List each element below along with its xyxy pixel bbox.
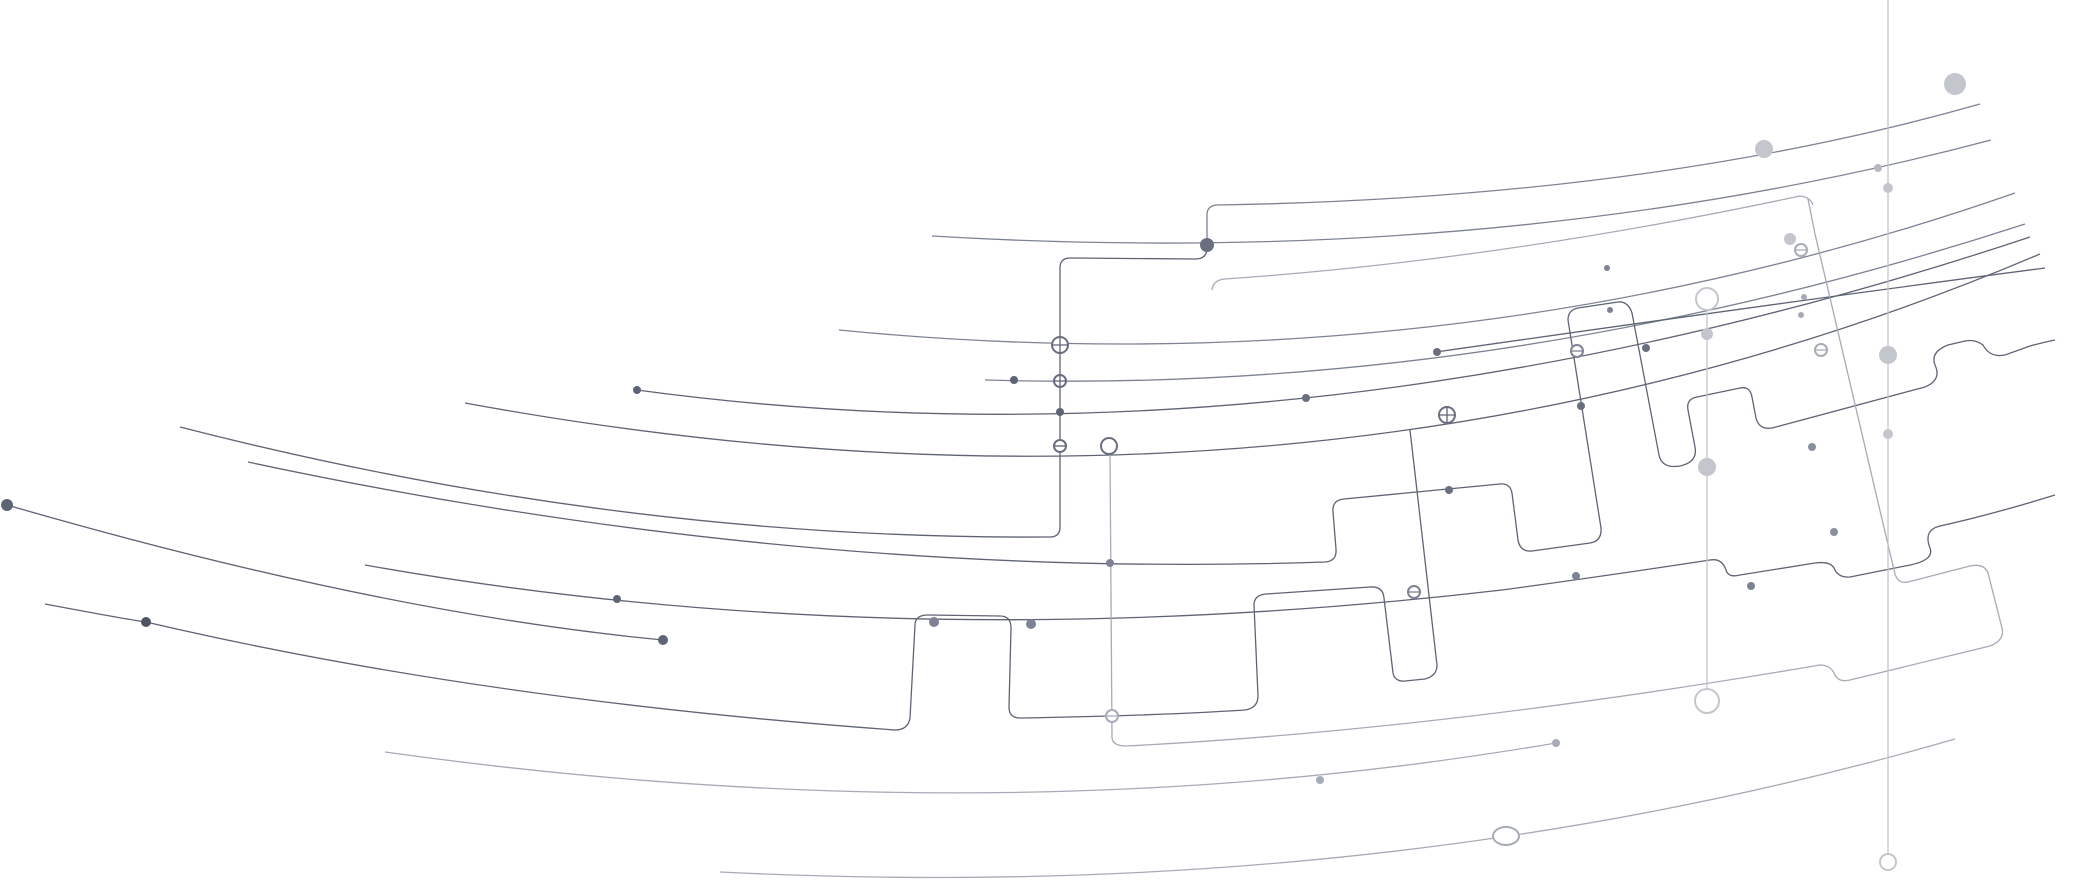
arc-line	[44, 429, 1438, 731]
node-dot	[633, 386, 641, 394]
arc-line	[838, 192, 2016, 345]
arc-line	[247, 301, 2056, 566]
rings	[1051, 243, 1897, 871]
node-dot	[929, 617, 939, 627]
arc-lines	[6, 0, 2056, 879]
node-dot	[1642, 344, 1650, 352]
arc-line	[719, 738, 1956, 879]
crossed-ring-icon	[1053, 439, 1067, 453]
node-dot	[1445, 486, 1453, 494]
node-dot	[1747, 582, 1755, 590]
node-dot	[1830, 528, 1838, 536]
ring-icon	[1695, 287, 1719, 311]
crossed-ring-icon	[1051, 336, 1069, 354]
node-dot	[1698, 458, 1716, 476]
node-dot	[1883, 429, 1893, 439]
node-dot	[1552, 739, 1560, 747]
node-dot	[1801, 294, 1807, 300]
arc-line	[1211, 195, 1814, 291]
node-dot	[1316, 776, 1324, 784]
node-dot	[1808, 443, 1816, 451]
node-dot	[1056, 408, 1064, 416]
node-dot	[1755, 140, 1773, 158]
node-dot	[1874, 164, 1882, 172]
dots	[1, 73, 1966, 784]
node-dot	[1577, 402, 1585, 410]
node-dot	[1798, 312, 1804, 318]
node-dot	[1607, 307, 1613, 313]
crossed-ring-icon	[1570, 344, 1584, 358]
crossed-ring-icon	[1814, 343, 1828, 357]
node-dot	[141, 617, 151, 627]
node-dot	[1944, 73, 1966, 95]
crossed-ring-icon	[1407, 585, 1421, 599]
arc-line	[1435, 267, 2046, 353]
crossed-ring-icon	[1438, 406, 1456, 424]
crossed-ring-icon	[1053, 374, 1067, 388]
node-dot	[1879, 346, 1897, 364]
arc-line	[1109, 198, 2004, 747]
arc-line	[179, 247, 1208, 538]
node-dot	[1883, 183, 1893, 193]
ring-icon	[1694, 688, 1720, 714]
arc-line	[6, 504, 664, 641]
ring-icon	[1100, 437, 1118, 455]
crossed-ring-icon	[1105, 709, 1119, 723]
node-dot	[1200, 238, 1214, 252]
node-dot	[1010, 376, 1018, 384]
node-dot	[1433, 348, 1441, 356]
node-dot	[1784, 233, 1796, 245]
ring-icon	[1879, 853, 1897, 871]
node-dot	[1, 499, 13, 511]
node-dot	[1026, 619, 1036, 629]
node-dot	[1106, 559, 1114, 567]
arc-line	[931, 139, 1992, 244]
node-dot	[1604, 265, 1610, 271]
arc-line	[984, 223, 2026, 382]
node-dot	[1701, 328, 1713, 340]
node-dot	[658, 635, 668, 645]
arc-line	[384, 742, 1557, 794]
arc-line	[464, 253, 2041, 457]
arc-line	[636, 236, 2031, 415]
node-dot	[1302, 394, 1310, 402]
ring-icon	[1492, 826, 1520, 846]
node-dot	[1572, 572, 1580, 580]
crossed-ring-icon	[1794, 243, 1808, 257]
node-dot	[613, 595, 621, 603]
arc-line	[1206, 103, 1981, 245]
